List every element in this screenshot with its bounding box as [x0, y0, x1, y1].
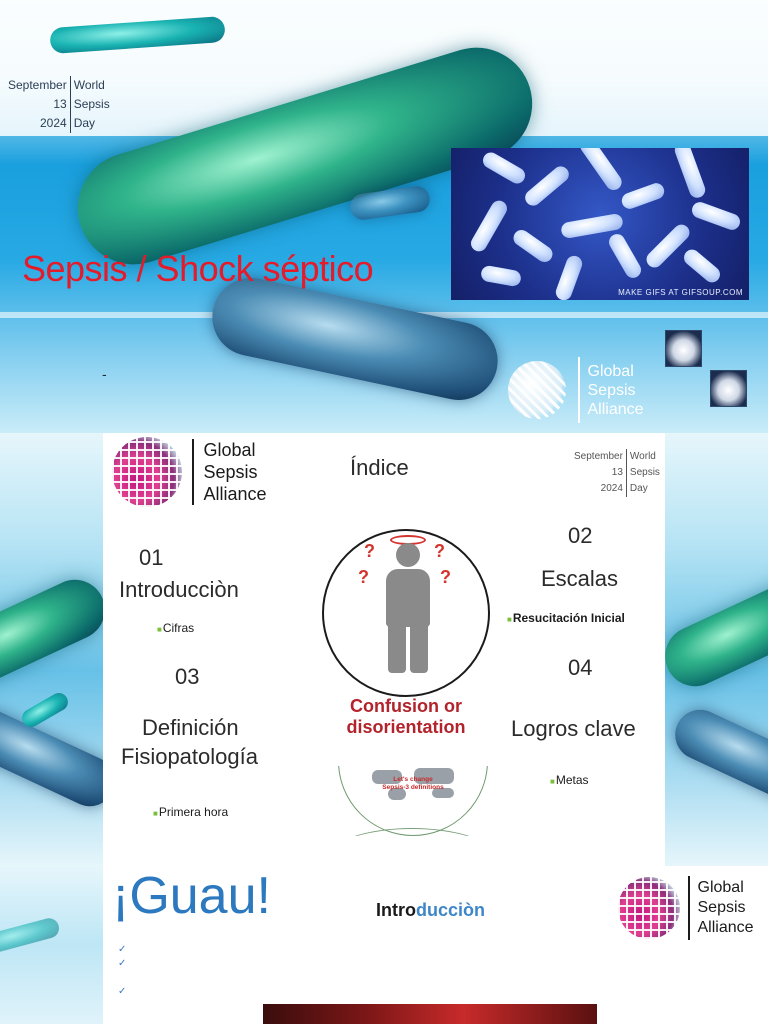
world-sepsis-day-date: September 13 2024 World Sepsis Day: [574, 449, 660, 497]
logo-line: Sepsis: [697, 899, 746, 916]
dash-text: -: [102, 366, 107, 382]
section-number-02: 02: [568, 523, 593, 548]
date-year: 2024: [40, 116, 67, 130]
date-word: Sepsis: [73, 97, 110, 111]
section-bullet: ■Cifras: [157, 621, 195, 635]
map-caption: Let's change Sepsis-3 definitions: [382, 776, 444, 791]
confusion-label: Confusion or disorientation: [318, 696, 494, 738]
bacterium-image: [655, 569, 768, 697]
section-title-introduccion: Introducciòn: [119, 577, 239, 602]
section-bullet: ■Primera hora: [153, 805, 229, 819]
date-day: 13: [53, 97, 67, 111]
global-sepsis-alliance-logo: Global Sepsis Alliance: [508, 357, 644, 423]
global-sepsis-alliance-logo: Global Sepsis Alliance: [618, 876, 754, 940]
slide-title: Sepsis / Shock séptico: [22, 248, 374, 289]
confused-person-illustration: ? ? ? ?: [322, 529, 490, 697]
logo-divider: [192, 439, 194, 505]
gif-watermark: MAKE GIFS AT GIFSOUP.COM: [618, 288, 743, 297]
checkmark-icon: ✓: [118, 944, 127, 955]
logo-line: Global: [697, 879, 744, 896]
date-month: September: [8, 78, 67, 92]
question-mark-icon: ?: [434, 541, 445, 561]
logo-line: Sepsis: [203, 462, 258, 482]
section-number-04: 04: [568, 655, 593, 680]
logo-divider: [688, 876, 690, 940]
question-mark-icon: ?: [358, 567, 369, 587]
globe-icon: [618, 877, 680, 939]
section-number-03: 03: [175, 664, 200, 689]
index-slide: Global Sepsis Alliance Índice September …: [0, 433, 768, 866]
intro-heading: Introducciòn: [376, 900, 485, 921]
bacterium-image: [18, 689, 72, 731]
question-mark-icon: ?: [440, 567, 451, 587]
intro-heading-part: ducciòn: [416, 900, 486, 920]
logo-line: Sepsis: [587, 381, 636, 399]
question-mark-icon: ?: [364, 541, 375, 561]
bullet-text: Primera hora: [158, 805, 229, 819]
cell-thumbnail: [665, 330, 702, 367]
bacterium-image: [0, 569, 115, 697]
logo-line: Alliance: [697, 919, 754, 936]
world-sepsis-day-date: September 13 2024 World Sepsis Day: [8, 76, 110, 133]
person-icon: [396, 543, 420, 567]
bacterium-image: [666, 701, 768, 815]
checkmark-icon: ✓: [118, 958, 127, 969]
logo-line: Global: [587, 362, 634, 380]
sepsis-3-world-map-image: Let's change Sepsis-3 definitions: [328, 766, 496, 836]
date-word: Day: [73, 116, 96, 130]
section-bullet: ■Resucitación Inicial: [507, 611, 625, 625]
logo-divider: [578, 357, 580, 423]
blood-image: [263, 1004, 597, 1024]
date-word: Sepsis: [629, 467, 660, 478]
section-title-definicion: Definición: [142, 715, 239, 740]
bacterium-image: [0, 915, 62, 957]
index-heading: Índice: [350, 455, 409, 480]
global-sepsis-alliance-logo: Global Sepsis Alliance: [112, 437, 267, 507]
guau-heading: ¡Guau!: [112, 867, 271, 925]
date-day: 13: [611, 467, 623, 478]
introduction-slide: ¡Guau! Introducciòn Global Sepsis Allian…: [0, 866, 768, 1024]
date-word: Day: [629, 483, 648, 494]
bullet-text: Cifras: [162, 621, 195, 635]
checkmark-icon: ✓: [118, 986, 127, 997]
section-title-fisiopatologia: Fisiopatología: [121, 744, 258, 769]
logo-line: Alliance: [203, 484, 267, 504]
section-title-escalas: Escalas: [541, 566, 619, 591]
logo-line: Alliance: [587, 400, 644, 418]
logo-line: Global: [203, 440, 256, 460]
date-month: September: [574, 451, 623, 462]
globe-icon: [508, 361, 566, 419]
date-word: World: [73, 78, 105, 92]
bullet-text: Resucitación Inicial: [512, 611, 625, 625]
date-word: World: [629, 451, 656, 462]
cell-thumbnail: [710, 370, 747, 407]
bacteria-gif: MAKE GIFS AT GIFSOUP.COM: [451, 148, 749, 300]
confusion-line: disorientation: [346, 717, 466, 737]
intro-heading-part: Intro: [376, 900, 416, 920]
section-number-01: 01: [139, 545, 164, 570]
date-year: 2024: [600, 483, 623, 494]
title-slide: September 13 2024 World Sepsis Day Sepsi…: [0, 0, 768, 433]
bullet-text: Metas: [555, 773, 589, 787]
section-title-logros-clave: Logros clave: [511, 716, 636, 741]
section-bullet: ■Metas: [550, 773, 589, 787]
confusion-line: Confusion or: [350, 696, 462, 716]
globe-icon: [112, 437, 182, 507]
